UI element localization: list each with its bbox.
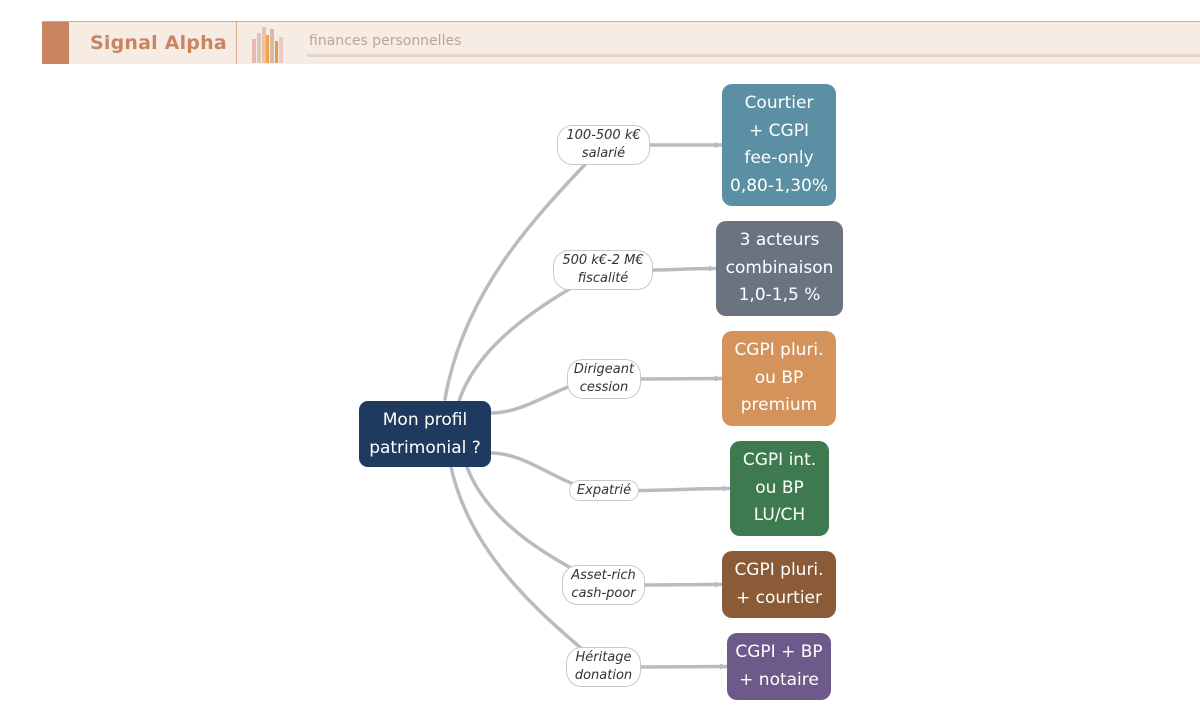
header-accent-block — [42, 22, 69, 64]
leaf-node-cgpi-int[interactable]: CGPI int. ou BP LU/CH — [730, 441, 829, 536]
connector-to-leaf — [649, 265, 717, 272]
header-divider — [236, 22, 237, 64]
connector-to-leaf — [637, 375, 723, 382]
header-tagline: finances personnelles — [309, 33, 462, 49]
edge-label-fiscalite: 500 k€-2 M€ fiscalité — [553, 250, 653, 290]
edge-label-expatrie: Expatrié — [569, 480, 639, 501]
header-bar: Signal Alpha finances personnelles — [42, 21, 1200, 64]
connector-to-leaf — [635, 485, 731, 493]
leaf-node-cgpi-bp-notaire[interactable]: CGPI + BP + notaire — [727, 633, 831, 700]
leaf-node-cgpi-bp-premium[interactable]: CGPI pluri. ou BP premium — [722, 331, 836, 426]
connector-to-label — [443, 143, 606, 401]
leaf-node-cgpi-courtier[interactable]: CGPI pluri. + courtier — [722, 551, 836, 618]
edge-label-salarie: 100-500 k€ salarié — [557, 125, 650, 165]
edge-label-dirigeant: Dirigeant cession — [567, 359, 641, 399]
connector-to-leaf — [641, 581, 723, 588]
header-underline — [307, 54, 1200, 57]
leaf-node-3-acteurs[interactable]: 3 acteurs combinaison 1,0-1,5 % — [716, 221, 843, 316]
leaf-node-courtier-cgpi[interactable]: Courtier + CGPI fee-only 0,80-1,30% — [722, 84, 836, 206]
center-node[interactable]: Mon profil patrimonial ? — [359, 401, 491, 467]
bar-chart-logo-icon — [252, 27, 283, 63]
brand-title[interactable]: Signal Alpha — [90, 32, 227, 54]
connector-to-leaf — [637, 663, 728, 670]
edge-label-heritage: Héritage donation — [566, 647, 641, 687]
edge-label-asset-rich: Asset-rich cash-poor — [562, 565, 645, 605]
